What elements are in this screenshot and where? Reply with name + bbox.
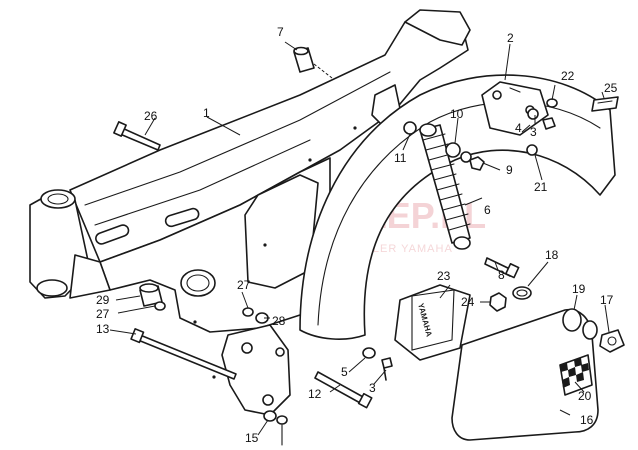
callout-1: 1 [203, 106, 210, 120]
callout-19: 19 [572, 282, 586, 296]
callout-27: 27 [237, 278, 251, 292]
callout-15: 15 [245, 431, 259, 445]
callout-25: 25 [604, 81, 618, 95]
rear-shock-absorber [419, 123, 471, 250]
callout-27: 27 [96, 307, 110, 321]
emblem-decal [559, 354, 593, 396]
callout-16: 16 [580, 413, 594, 427]
leader-lines [109, 41, 610, 436]
callout-8: 8 [498, 268, 505, 282]
callout-29: 29 [96, 293, 110, 307]
tool-bag: YAMAHA [394, 284, 471, 361]
callout-4: 4 [515, 121, 522, 135]
callout-10: 10 [450, 107, 464, 121]
callout-2: 2 [507, 31, 514, 45]
callout-9: 9 [506, 163, 513, 177]
bolt-26 [119, 127, 161, 151]
callout-3: 3 [369, 381, 376, 395]
callout-28: 28 [272, 314, 286, 328]
side-cover [451, 309, 599, 441]
callout-11: 11 [394, 151, 407, 165]
callout-20: 20 [578, 389, 592, 403]
callout-21: 21 [534, 180, 548, 194]
callout-17: 17 [600, 293, 614, 307]
callout-24: 24 [461, 295, 475, 309]
callout-labels: 1 2 3 3 4 5 6 7 8 9 10 11 12 13 15 16 17… [96, 25, 618, 445]
callout-12: 12 [308, 387, 322, 401]
callout-22: 22 [561, 69, 575, 83]
callout-7: 7 [277, 25, 284, 39]
hardware [113, 46, 625, 446]
callout-13: 13 [96, 322, 110, 336]
callout-6: 6 [484, 203, 491, 217]
callout-5: 5 [341, 365, 348, 379]
callout-18: 18 [545, 248, 559, 262]
frame [29, 9, 471, 416]
callout-3: 3 [530, 125, 537, 139]
callout-26: 26 [144, 109, 158, 123]
callout-23: 23 [437, 269, 451, 283]
